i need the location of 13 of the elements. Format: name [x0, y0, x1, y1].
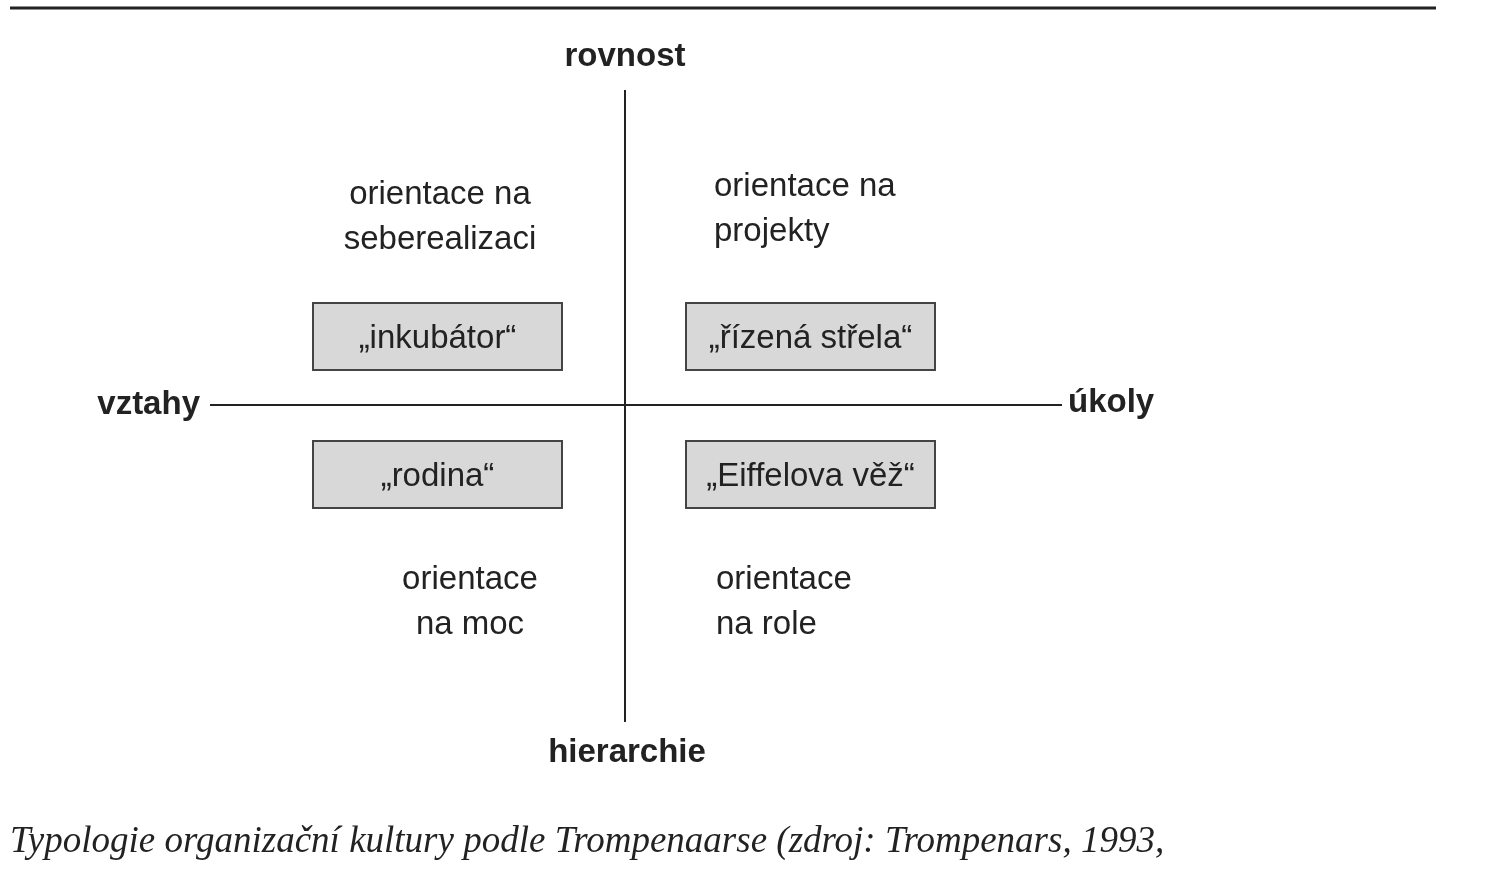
type-box: „řízená střela“ [685, 302, 936, 371]
axis-label: hierarchie [547, 731, 707, 771]
quadrant-label: orientace na moc [401, 558, 539, 643]
quadrant-label: orientace na projekty [714, 165, 897, 250]
quadrant-label: orientace na role [716, 558, 853, 643]
quadrant-label: orientace na seberealizaci [342, 173, 538, 258]
axis-label: úkoly [1068, 381, 1156, 421]
axis-label: rovnost [563, 35, 687, 75]
caption: Typologie organizační kultury podle Trompenaarse (zdroj: Trompenars, 1993, [10, 818, 1165, 861]
type-box: „rodina“ [312, 440, 563, 509]
type-box: „inkubátor“ [312, 302, 563, 371]
axis-label: vztahy [96, 383, 200, 423]
type-box: „Eiffelova věž“ [685, 440, 936, 509]
